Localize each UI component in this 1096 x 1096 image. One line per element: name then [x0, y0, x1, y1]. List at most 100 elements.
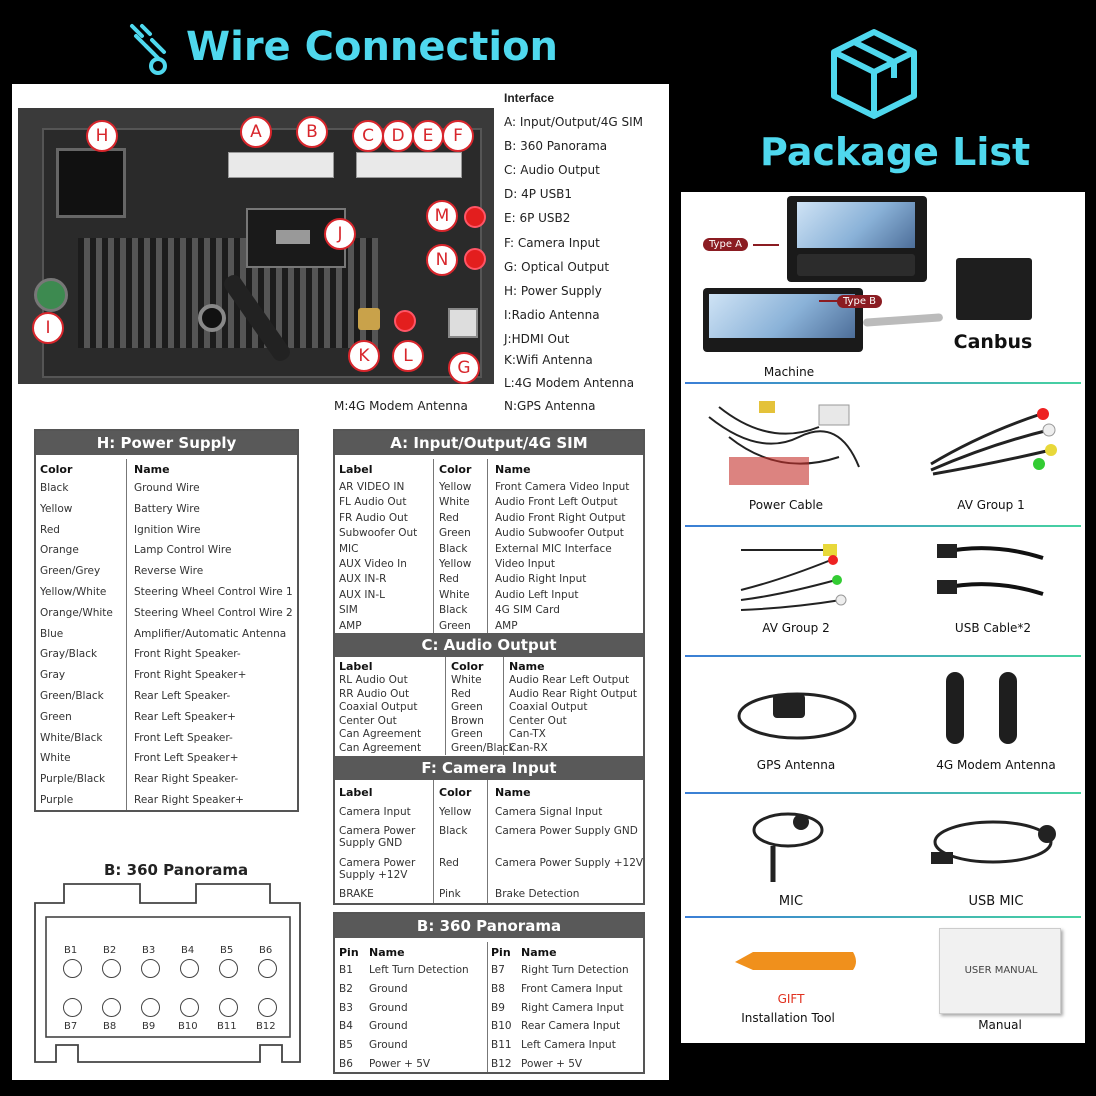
separator	[685, 655, 1081, 657]
table-cell: Yellow	[439, 558, 472, 570]
installation-tool-image	[735, 952, 856, 970]
table-cell: Orange	[40, 544, 79, 557]
panorama-connector-title: B: 360 Panorama	[104, 861, 249, 879]
table-cell: Black	[439, 825, 468, 837]
table-cell: AUX Video In	[339, 558, 407, 570]
table-cell: Orange/White	[40, 606, 113, 619]
camera-table-title: F: Camera Input	[335, 756, 643, 780]
table-cell: Ground	[369, 1020, 408, 1033]
interface-item: H: Power Supply	[504, 284, 602, 298]
port-badge-d: D	[382, 120, 414, 152]
separator	[685, 382, 1081, 384]
table-cell: Red	[451, 687, 471, 700]
column-header: Name	[134, 463, 170, 476]
table-cell: B1	[339, 964, 353, 976]
machine-type-b-image	[703, 288, 863, 352]
table-cell: External MIC Interface	[495, 542, 612, 555]
table-cell: Audio Front Right Output	[495, 511, 626, 524]
table-cell: Black	[439, 542, 468, 555]
table-cell: Gray	[40, 669, 66, 682]
table-cell: Yellow	[439, 481, 472, 493]
table-cell: B5	[339, 1039, 353, 1052]
table-cell: Yellow	[40, 502, 73, 515]
n-connector	[464, 248, 486, 270]
table-cell: White	[451, 674, 482, 686]
pin-label: B11	[217, 1021, 237, 1032]
table-cell: Audio Right Input	[495, 573, 587, 586]
l-connector	[394, 310, 416, 332]
pin-label: B4	[181, 945, 195, 956]
column-header: Name	[521, 946, 557, 959]
table-cell: Audio Subwoofer Output	[495, 527, 624, 540]
manual-label: Manual	[978, 1018, 1022, 1032]
table-cell: Audio Left Input	[495, 588, 579, 601]
separator	[685, 792, 1081, 794]
table-cell: Blue	[40, 627, 64, 640]
column-divider	[445, 657, 446, 755]
connector-pin	[180, 959, 199, 978]
table-cell: Lamp Control Wire	[134, 544, 232, 557]
table-cell: Right Camera Input	[521, 1001, 624, 1014]
table-cell: Can Agreement	[339, 728, 422, 741]
connector-pin	[219, 959, 238, 978]
column-header: Color	[40, 463, 73, 476]
connector-pin	[219, 998, 238, 1017]
table-cell: B8	[491, 982, 505, 995]
usb-cable-image	[937, 544, 1044, 596]
package-list-panel: Type A Type B Machine Canbus Power Cable…	[681, 192, 1085, 1043]
table-cell: Purple	[40, 794, 74, 806]
separator	[685, 525, 1081, 527]
audio-table-title: C: Audio Output	[335, 633, 643, 657]
table-cell: Reverse Wire	[134, 565, 204, 578]
table-cell: Center Out	[339, 714, 397, 727]
port-badge-j: J	[324, 218, 356, 250]
installation-tool-label: Installation Tool	[741, 1011, 835, 1025]
pin-label: B2	[103, 945, 117, 956]
table-cell: Can Agreement	[339, 742, 422, 754]
table-cell: Red	[439, 511, 459, 524]
panorama-table-title: B: 360 Panorama	[335, 914, 643, 938]
table-cell: B10	[491, 1020, 512, 1033]
interface-item: D: 4P USB1	[504, 187, 573, 201]
table-cell: Audio Front Left Output	[495, 496, 618, 509]
usb-mic-image	[931, 820, 1056, 864]
table-cell: Pink	[439, 888, 461, 900]
table-cell: AUX IN-R	[339, 573, 387, 586]
table-cell: Yellow	[439, 806, 472, 818]
table-cell: White	[439, 496, 470, 509]
table-cell: Green	[439, 619, 471, 632]
port-badge-l: L	[392, 340, 424, 372]
port-badge-c: C	[352, 120, 384, 152]
connector-pin	[141, 959, 160, 978]
table-cell: Amplifier/Automatic Antenna	[134, 627, 287, 640]
table-cell: Power + 5V	[369, 1058, 431, 1070]
port-badge-k: K	[348, 340, 380, 372]
table-cell: Red	[439, 857, 459, 869]
type-b-tag: Type B	[837, 295, 883, 308]
table-cell: Coaxial Output	[509, 701, 588, 714]
table-cell: Front Camera Input	[521, 982, 623, 995]
interface-title: Interface	[504, 91, 555, 105]
interface-item: L:4G Modem Antenna	[504, 376, 635, 390]
table-cell: Green/Grey	[40, 565, 101, 578]
table-cell: Green	[451, 728, 483, 741]
column-divider	[487, 780, 488, 903]
power-cable-label: Power Cable	[748, 498, 824, 512]
table-cell: White	[439, 588, 470, 601]
table-cell: Ground	[369, 982, 408, 995]
table-cell: AMP	[495, 619, 518, 632]
type-a-tag: Type A	[703, 238, 748, 251]
table-cell: B4	[339, 1020, 353, 1033]
table-cell: Front Left Speaker+	[134, 752, 239, 765]
gps-antenna-label: GPS Antenna	[756, 758, 836, 772]
table-cell: Yellow/White	[40, 586, 107, 598]
column-header: Name	[495, 463, 531, 476]
table-cell: Purple/Black	[40, 773, 106, 786]
table-cell: B2	[339, 982, 353, 995]
machine-label: Machine	[763, 365, 815, 379]
plug-icon	[130, 24, 167, 75]
column-header: Color	[451, 660, 484, 673]
wire-connection-heading: Wire Connection	[186, 24, 559, 70]
